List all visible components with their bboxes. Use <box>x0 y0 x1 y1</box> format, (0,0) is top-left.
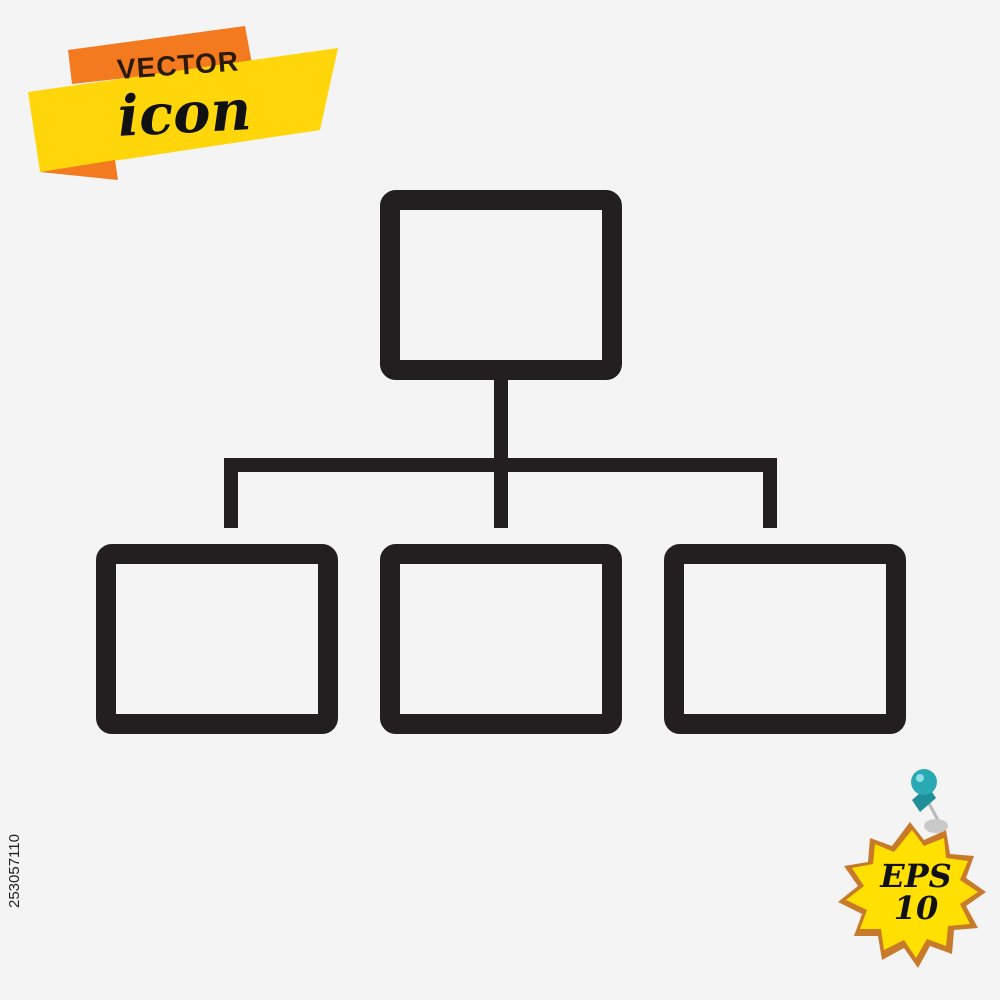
stock-id: 253057110 <box>6 768 26 908</box>
bottom-right-box <box>664 544 906 734</box>
eps-badge: EPS 10 <box>820 760 1000 985</box>
eps-label: EPS 10 <box>866 860 966 924</box>
eps-starburst-icon <box>838 769 986 968</box>
vector-icon-banner: VECTOR icon <box>20 22 350 192</box>
banner-ribbon-shape <box>28 26 338 180</box>
top-box <box>380 190 622 380</box>
eps-line2: 10 <box>893 889 939 927</box>
bottom-center-box <box>380 544 622 734</box>
eps-line1: EPS <box>880 857 952 895</box>
stock-id-label: 253057110 <box>6 834 23 908</box>
push-pin-icon <box>911 769 948 833</box>
bottom-left-box <box>96 544 338 734</box>
